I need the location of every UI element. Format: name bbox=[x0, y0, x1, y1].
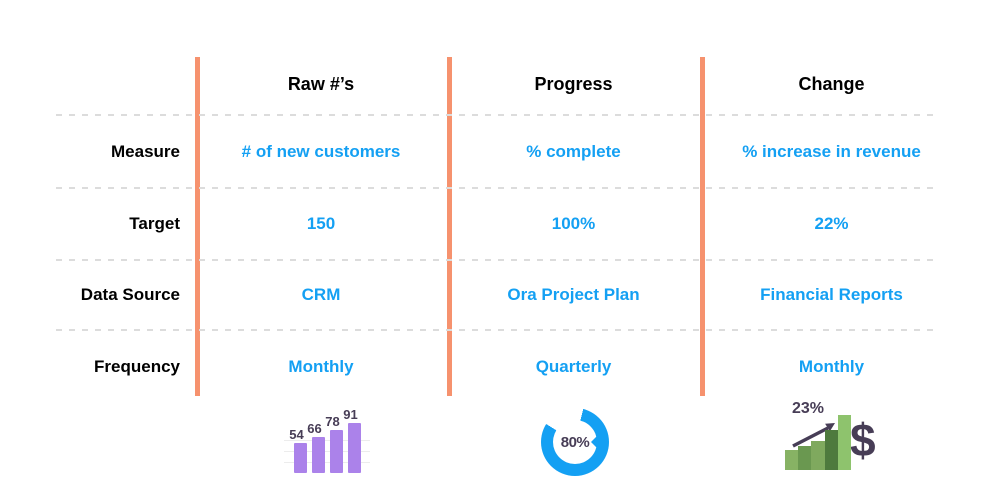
column-divider bbox=[195, 57, 200, 396]
row-separator bbox=[56, 329, 938, 331]
growth-arrow-icon bbox=[792, 423, 835, 448]
target-raw-numbers: 150 bbox=[306, 214, 336, 233]
bar-group: 91 bbox=[343, 408, 361, 473]
row-label-data-source: Data Source bbox=[80, 285, 180, 304]
column-divider bbox=[700, 57, 705, 396]
revenue-growth-bar-chart-icon bbox=[785, 415, 851, 470]
frequency-progress: Quarterly bbox=[535, 357, 612, 376]
bar-value-label: 78 bbox=[325, 414, 340, 430]
bar bbox=[311, 436, 325, 473]
bar-group bbox=[811, 440, 825, 470]
bar-group bbox=[837, 415, 851, 470]
row-label-target: Target bbox=[129, 214, 180, 233]
bar bbox=[811, 440, 825, 470]
bar-value-label: 66 bbox=[307, 420, 322, 436]
column-header-progress: Progress bbox=[534, 74, 613, 94]
bar bbox=[785, 450, 799, 470]
frequency-change: Monthly bbox=[798, 357, 865, 376]
donut-hole bbox=[553, 420, 597, 464]
measure-raw-numbers: # of new customers bbox=[241, 142, 401, 161]
dollar-sign-icon: $ bbox=[850, 414, 876, 466]
donut-percent-label: 80% bbox=[560, 433, 590, 451]
target-change: 22% bbox=[814, 214, 849, 233]
data-source-progress: Ora Project Plan bbox=[507, 285, 640, 304]
bar bbox=[824, 429, 838, 470]
target-progress: 100% bbox=[551, 214, 596, 233]
donut-notch bbox=[591, 434, 599, 450]
row-separator bbox=[56, 114, 938, 116]
row-label-measure: Measure bbox=[111, 142, 180, 161]
column-header-change: Change bbox=[798, 74, 865, 94]
bar-value-label: 54 bbox=[289, 427, 304, 443]
bar-group bbox=[824, 429, 838, 470]
bar bbox=[329, 430, 343, 473]
bar-group: 78 bbox=[325, 415, 343, 473]
data-source-raw-numbers: CRM bbox=[301, 285, 341, 304]
data-source-change: Financial Reports bbox=[760, 285, 903, 304]
gridline bbox=[284, 461, 370, 463]
row-separator bbox=[56, 259, 938, 261]
column-divider bbox=[447, 57, 452, 396]
row-separator bbox=[56, 187, 938, 189]
growth-percent-label: 23% bbox=[791, 400, 825, 417]
column-header-raw-numbers: Raw #’s bbox=[287, 74, 355, 94]
measure-change: % increase in revenue bbox=[742, 142, 921, 161]
gridline bbox=[284, 439, 370, 441]
gridline bbox=[284, 450, 370, 452]
bar bbox=[798, 445, 812, 470]
bar bbox=[293, 443, 307, 473]
progress-donut-chart-icon: 80% bbox=[541, 408, 609, 476]
bar-group: 66 bbox=[307, 422, 325, 473]
row-label-frequency: Frequency bbox=[94, 357, 180, 376]
bar bbox=[347, 423, 361, 473]
bar-group bbox=[785, 450, 799, 470]
bar bbox=[837, 415, 851, 470]
bar-group: 54 bbox=[289, 428, 307, 473]
frequency-raw-numbers: Monthly bbox=[288, 357, 354, 376]
bar-group bbox=[798, 445, 812, 470]
bar-value-label: 91 bbox=[343, 407, 358, 422]
measure-progress: % complete bbox=[526, 142, 621, 161]
